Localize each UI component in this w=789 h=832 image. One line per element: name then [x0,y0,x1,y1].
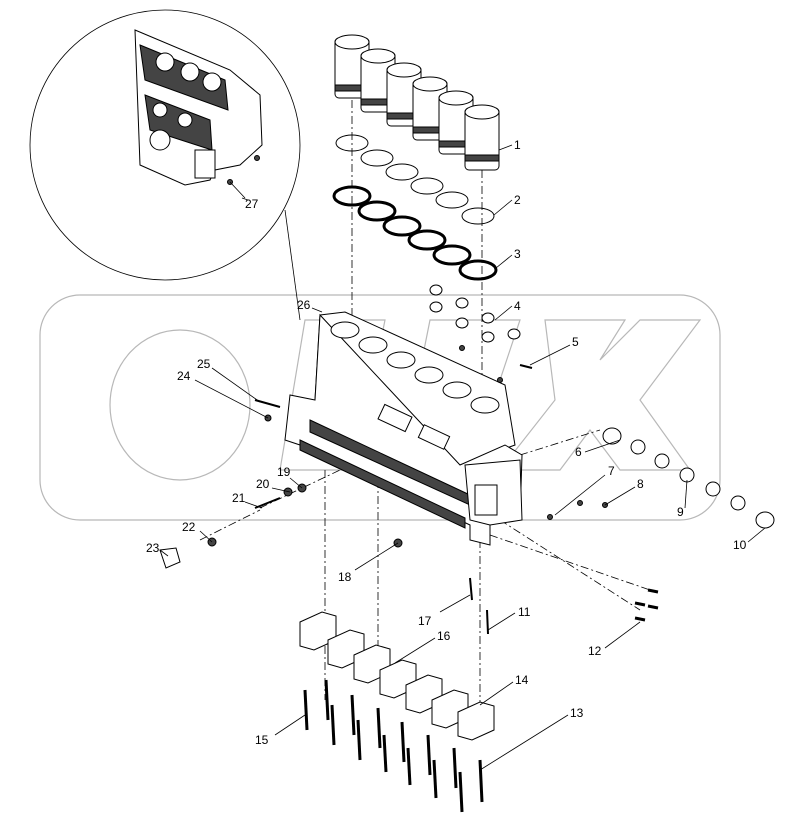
callout-1: 1 [514,138,521,152]
callout-6: 6 [575,445,582,459]
o-rings-upper [335,134,495,225]
callout-20: 20 [256,477,270,491]
callout-18: 18 [338,570,352,584]
callout-labels: 1 2 3 4 5 6 7 8 9 10 11 12 13 14 15 16 1… [146,138,747,747]
callout-11: 11 [518,605,531,619]
cylinder-liner [464,104,500,171]
callout-24: 24 [177,369,191,383]
callout-22: 22 [182,520,196,534]
main-bearing-bolts [303,679,484,813]
core-plugs [429,284,521,343]
callout-17: 17 [418,614,432,628]
callout-13: 13 [570,706,584,720]
callout-26: 26 [297,298,311,312]
callout-8: 8 [637,477,644,491]
callout-2: 2 [514,193,521,207]
callout-5: 5 [572,335,579,349]
callout-15: 15 [255,733,269,747]
callout-9: 9 [677,505,684,519]
callout-25: 25 [197,357,211,371]
callout-7: 7 [608,464,615,478]
detail-engine-block [134,29,263,186]
callout-21: 21 [232,491,246,505]
o-rings-lower [332,185,498,281]
detail-view [29,9,301,321]
callout-23: 23 [146,541,160,555]
cylinder-liner [386,62,422,127]
leader-lines [159,144,766,771]
callout-27: 27 [245,197,259,211]
callout-3: 3 [514,247,521,261]
callout-10: 10 [733,538,747,552]
cam-bore-plugs [602,427,775,529]
callout-12: 12 [588,644,602,658]
callout-14: 14 [515,673,529,687]
main-bearing-caps [299,611,495,741]
callout-19: 19 [277,465,291,479]
cylinder-liners [334,34,500,171]
cylinder-block [284,311,523,546]
callout-4: 4 [514,299,521,313]
callout-16: 16 [437,629,451,643]
